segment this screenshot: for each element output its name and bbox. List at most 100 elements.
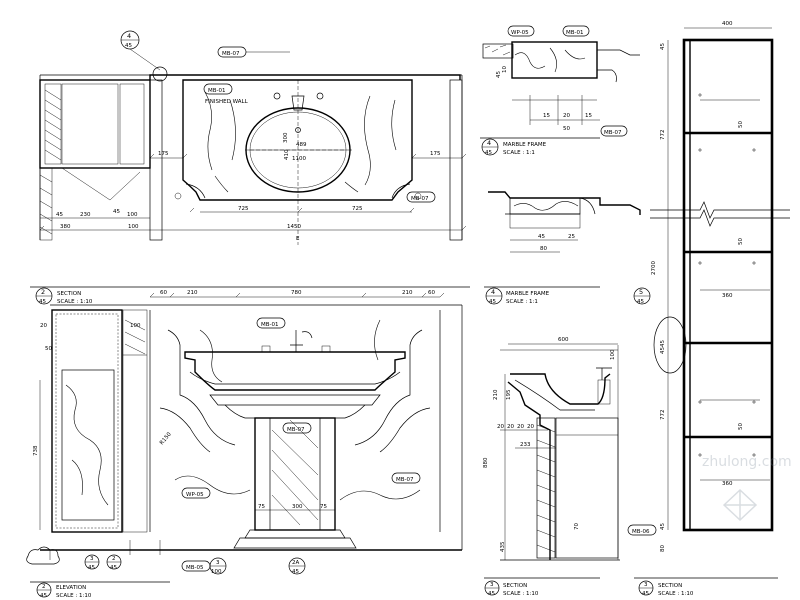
svg-text:1450: 1450 [287,224,301,230]
svg-text:45: 45 [496,71,502,78]
svg-text:20: 20 [563,113,570,119]
svg-text:4: 4 [491,288,495,296]
finished-wall-label: FINISHED WALL [205,99,249,105]
svg-text:45: 45 [488,591,495,597]
svg-text:300: 300 [283,132,289,143]
main-elevation: 60 210 780 210 60 20 100 738 75 300 75 5… [26,290,463,575]
svg-text:2: 2 [112,556,116,562]
svg-text:50: 50 [738,238,744,245]
bottom-callout-3: 3 100 [209,557,227,575]
svg-text:20: 20 [517,424,524,430]
svg-text:4: 4 [127,32,131,40]
svg-text:SCALE : 1:10: SCALE : 1:10 [503,591,539,597]
svg-text:4545: 4545 [660,340,666,354]
svg-text:45: 45 [642,591,649,597]
svg-text:MB-01: MB-01 [261,322,279,328]
faucet [291,95,305,111]
tag-wp05-main: WP-05 [181,487,211,499]
svg-text:100: 100 [128,224,139,230]
svg-text:45: 45 [40,593,47,599]
marble-frame-detail-b: 45 80 25 4 45 MARBLE FRAME SCALE : 1:1 [484,191,641,305]
svg-text:60: 60 [428,290,435,296]
svg-text:WP-05: WP-05 [511,30,529,36]
svg-text:175: 175 [158,151,169,157]
svg-text:2700: 2700 [651,261,657,275]
bottom-callout-4: 2A 45 [288,557,306,575]
title-elevation: 2 45 ELEVATION SCALE : 1:10 [30,581,170,599]
svg-text:725: 725 [238,206,249,212]
svg-text:25: 25 [568,234,575,240]
svg-text:SCALE : 1:1: SCALE : 1:1 [506,299,538,305]
tag-mb07-top: MB-07 [217,46,290,58]
svg-text:MB-01: MB-01 [208,88,226,94]
svg-text:15: 15 [543,113,550,119]
faucet-elevation [290,330,313,352]
svg-text:435: 435 [500,541,506,552]
svg-text:MB-01: MB-01 [566,30,584,36]
svg-text:45: 45 [538,234,545,240]
svg-text:zhulong.com: zhulong.com [702,454,792,470]
svg-text:100: 100 [127,212,138,218]
svg-text:SCALE : 1:10: SCALE : 1:10 [658,591,694,597]
svg-text:100: 100 [610,349,616,360]
svg-text:SECTION: SECTION [503,583,527,589]
svg-text:45: 45 [125,43,132,49]
svg-text:600: 600 [558,337,569,343]
svg-text:360: 360 [722,293,733,299]
svg-text:WP-05: WP-05 [186,492,204,498]
svg-text:4: 4 [487,139,491,147]
svg-text:SCALE : 1:10: SCALE : 1:10 [56,593,92,599]
callout-5-45: 5 45 [633,287,687,374]
left-cabinet [39,79,151,169]
svg-text:45: 45 [660,523,666,530]
section-c: 400 45 772 2700 4545 50 50 50 360 772 36… [627,21,790,597]
svg-text:738: 738 [33,445,39,456]
title-section-b: 3 45 SECTION SCALE : 1:10 [484,577,600,597]
svg-text:E: E [296,236,300,242]
svg-text:MB-07: MB-07 [396,477,414,483]
svg-text:ELEVATION: ELEVATION [56,585,86,591]
svg-text:75: 75 [258,504,265,510]
bottom-callout-2: 2 45 [106,554,122,571]
svg-text:20: 20 [497,424,504,430]
svg-text:80: 80 [660,545,666,552]
tag-mb07-frame: MB-07 [600,125,628,137]
title-section-main: 2 45 SECTION SCALE : 1:10 [30,286,470,305]
svg-text:880: 880 [483,457,489,468]
svg-text:SECTION: SECTION [57,291,81,297]
svg-text:780: 780 [291,290,302,296]
svg-text:50: 50 [45,346,52,352]
svg-text:MB-06: MB-06 [632,529,650,535]
tag-mb06: MB-06 [627,524,657,536]
callout-bubble: 4 45 [120,30,168,82]
title-marble-frame-b: 4 45 MARBLE FRAME SCALE : 1:1 [484,286,600,305]
basin-top [184,351,406,391]
svg-text:45: 45 [88,565,95,571]
svg-text:2: 2 [41,288,45,296]
svg-text:410: 410 [284,149,290,160]
svg-text:3: 3 [216,560,220,566]
mosaic-column [51,309,123,533]
svg-text:45: 45 [39,299,46,305]
marble-frame-detail-a: WP-05 MB-01 MB-07 15 20 15 50 10 45 4 45… [480,25,640,156]
tag-wp05: WP-05 [507,25,535,37]
svg-text:3: 3 [490,582,494,588]
svg-text:772: 772 [660,130,666,141]
svg-text:MARBLE FRAME: MARBLE FRAME [503,142,547,148]
svg-text:380: 380 [60,224,71,230]
svg-text:SCALE : 1:10: SCALE : 1:10 [57,299,93,305]
tag-mb07-main-b: MB-07 [391,472,421,484]
svg-text:175: 175 [430,151,441,157]
svg-text:10: 10 [502,66,508,73]
svg-text:50: 50 [738,121,744,128]
svg-text:489: 489 [296,142,307,148]
svg-text:50: 50 [738,423,744,430]
svg-text:50: 50 [563,126,570,132]
svg-text:45: 45 [660,43,666,50]
tall-cabinet [682,38,774,532]
svg-text:772: 772 [660,410,666,421]
svg-text:45: 45 [292,569,299,575]
svg-text:2: 2 [42,584,46,590]
svg-text:5: 5 [639,288,643,296]
svg-text:725: 725 [352,206,363,212]
